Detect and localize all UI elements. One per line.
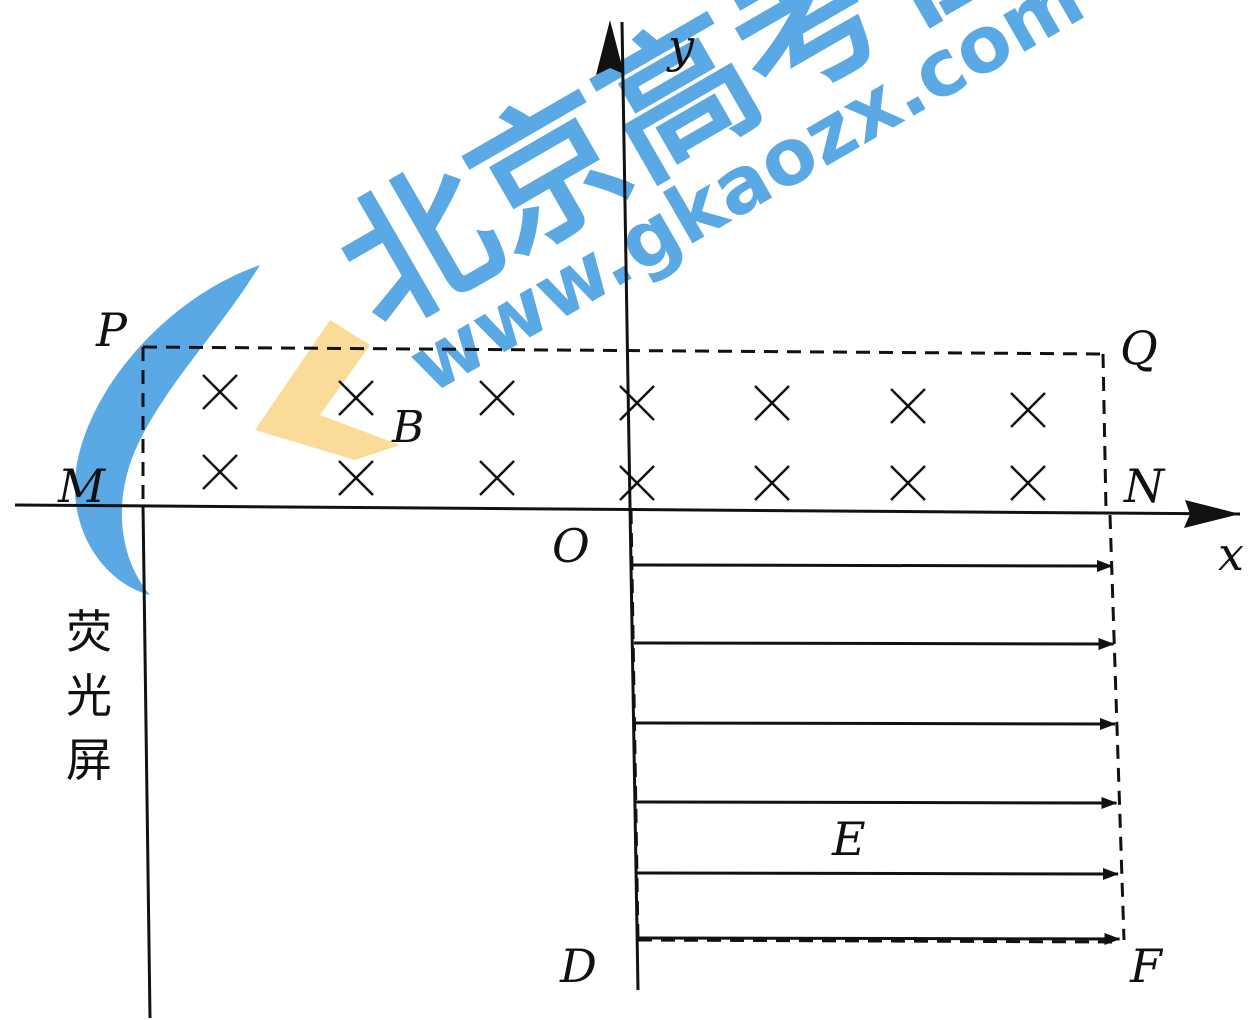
- watermark-logo-blue: [74, 265, 260, 595]
- cross-into-page-icon: [619, 465, 655, 501]
- x-axis-line: [14, 503, 1241, 516]
- region-right-edge-NF: [1108, 514, 1126, 941]
- arrow-right-icon: [636, 796, 1118, 809]
- cross-into-page-icon: [479, 380, 515, 416]
- arrow-right-icon: [632, 559, 1113, 572]
- arrow-right-icon: [637, 867, 1119, 880]
- screen-label-char-2: 光: [66, 669, 112, 723]
- cross-into-page-icon: [619, 385, 655, 421]
- cross-into-page-icon: [754, 385, 790, 421]
- cross-into-page-icon: [202, 454, 238, 490]
- screen-label-char-1: 荧: [66, 605, 112, 659]
- arrow-right-icon: [635, 717, 1116, 730]
- cross-into-page-icon: [890, 388, 926, 424]
- label-magnetic-field-B: B: [391, 402, 424, 453]
- cross-into-page-icon: [1010, 392, 1046, 428]
- cross-into-page-icon: [338, 380, 374, 416]
- screen-label-char-3: 屏: [66, 733, 112, 787]
- magnetic-field-region: [141, 345, 1108, 511]
- label-point-N: N: [1123, 459, 1166, 513]
- label-origin-O: O: [552, 519, 590, 573]
- region-right-edge-QN: [1101, 353, 1108, 511]
- cross-into-page-icon: [202, 374, 238, 410]
- y-axis-line: [620, 21, 640, 991]
- label-point-D: D: [559, 939, 597, 993]
- label-point-P: P: [95, 303, 128, 357]
- label-x-axis: x: [1218, 527, 1244, 581]
- cross-into-page-icon: [754, 465, 790, 501]
- cross-into-page-icon: [1010, 465, 1046, 501]
- label-electric-field-E: E: [831, 812, 866, 866]
- magnetic-field-markers: [202, 374, 1046, 501]
- label-point-M: M: [57, 459, 107, 513]
- label-point-Q: Q: [1120, 321, 1158, 375]
- electric-field-lines: [632, 559, 1121, 945]
- watermark-logo-orange: [255, 320, 400, 460]
- cross-into-page-icon: [890, 465, 926, 501]
- label-y-axis: y: [666, 19, 695, 73]
- y-axis-arrowhead: [596, 20, 624, 75]
- region-bottom-edge-DF: [637, 938, 1119, 944]
- electric-field-region: [629, 509, 1126, 944]
- arrow-right-icon: [634, 637, 1115, 650]
- coordinate-axes: [14, 20, 1241, 991]
- cross-into-page-icon: [338, 460, 374, 496]
- arrow-right-icon: [638, 932, 1121, 945]
- label-point-F: F: [1129, 939, 1164, 993]
- fluorescent-screen-line: [141, 504, 152, 1019]
- cross-into-page-icon: [479, 460, 515, 496]
- region-top-edge-PQ: [142, 345, 1104, 356]
- x-axis-arrowhead: [1184, 500, 1240, 528]
